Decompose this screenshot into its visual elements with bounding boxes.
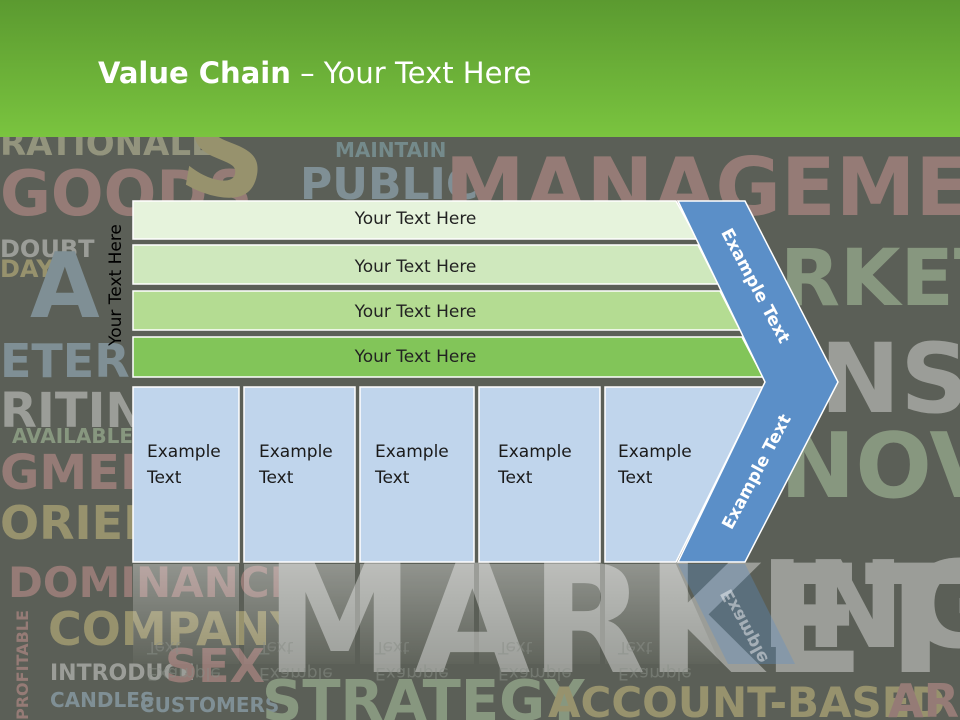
chain-cell-1 [132, 386, 240, 563]
bg-word: STRATEGY [262, 669, 586, 720]
slide-title: Value Chain – Your Text Here [98, 56, 532, 90]
bg-word: PROFITABLE [13, 610, 32, 720]
value-arrow [676, 200, 839, 563]
bg-word: MAINTAIN [335, 138, 446, 162]
bg-word: ACCOUNT-BASED [548, 678, 945, 720]
bg-word: INTRODUCE [50, 661, 195, 686]
bg-word: DOUBT [0, 235, 95, 263]
svg-text:A: A [30, 234, 100, 339]
chain-row-2-text: Your Text Here [354, 257, 477, 277]
chain-row-4-text: Your Text Here [354, 347, 477, 367]
bg-word: RKET [780, 234, 960, 324]
chain-cell-4 [478, 386, 601, 563]
chain-cell-3 [359, 386, 475, 563]
bg-word: DAY [0, 255, 54, 283]
chain-cell-5 [604, 386, 765, 563]
bg-word: ING [760, 537, 960, 676]
chain-cell-2 [243, 386, 356, 563]
chain-row-3-text: Your Text Here [354, 302, 477, 322]
chain-row-1-text: Your Text Here [354, 209, 477, 229]
reflection [133, 564, 795, 664]
vertical-label: Your Text Here [106, 224, 126, 346]
bg-word: AVAILABLE [12, 424, 133, 448]
title-bar [0, 0, 960, 137]
bg-word: CUSTOMERS [140, 693, 279, 717]
bg-word: CANDLES [50, 688, 154, 712]
title-bold: Value Chain [98, 56, 291, 90]
bg-word: NSU [820, 323, 960, 435]
title-rest: – Your Text Here [290, 56, 532, 90]
bg-word: AR [888, 674, 959, 720]
